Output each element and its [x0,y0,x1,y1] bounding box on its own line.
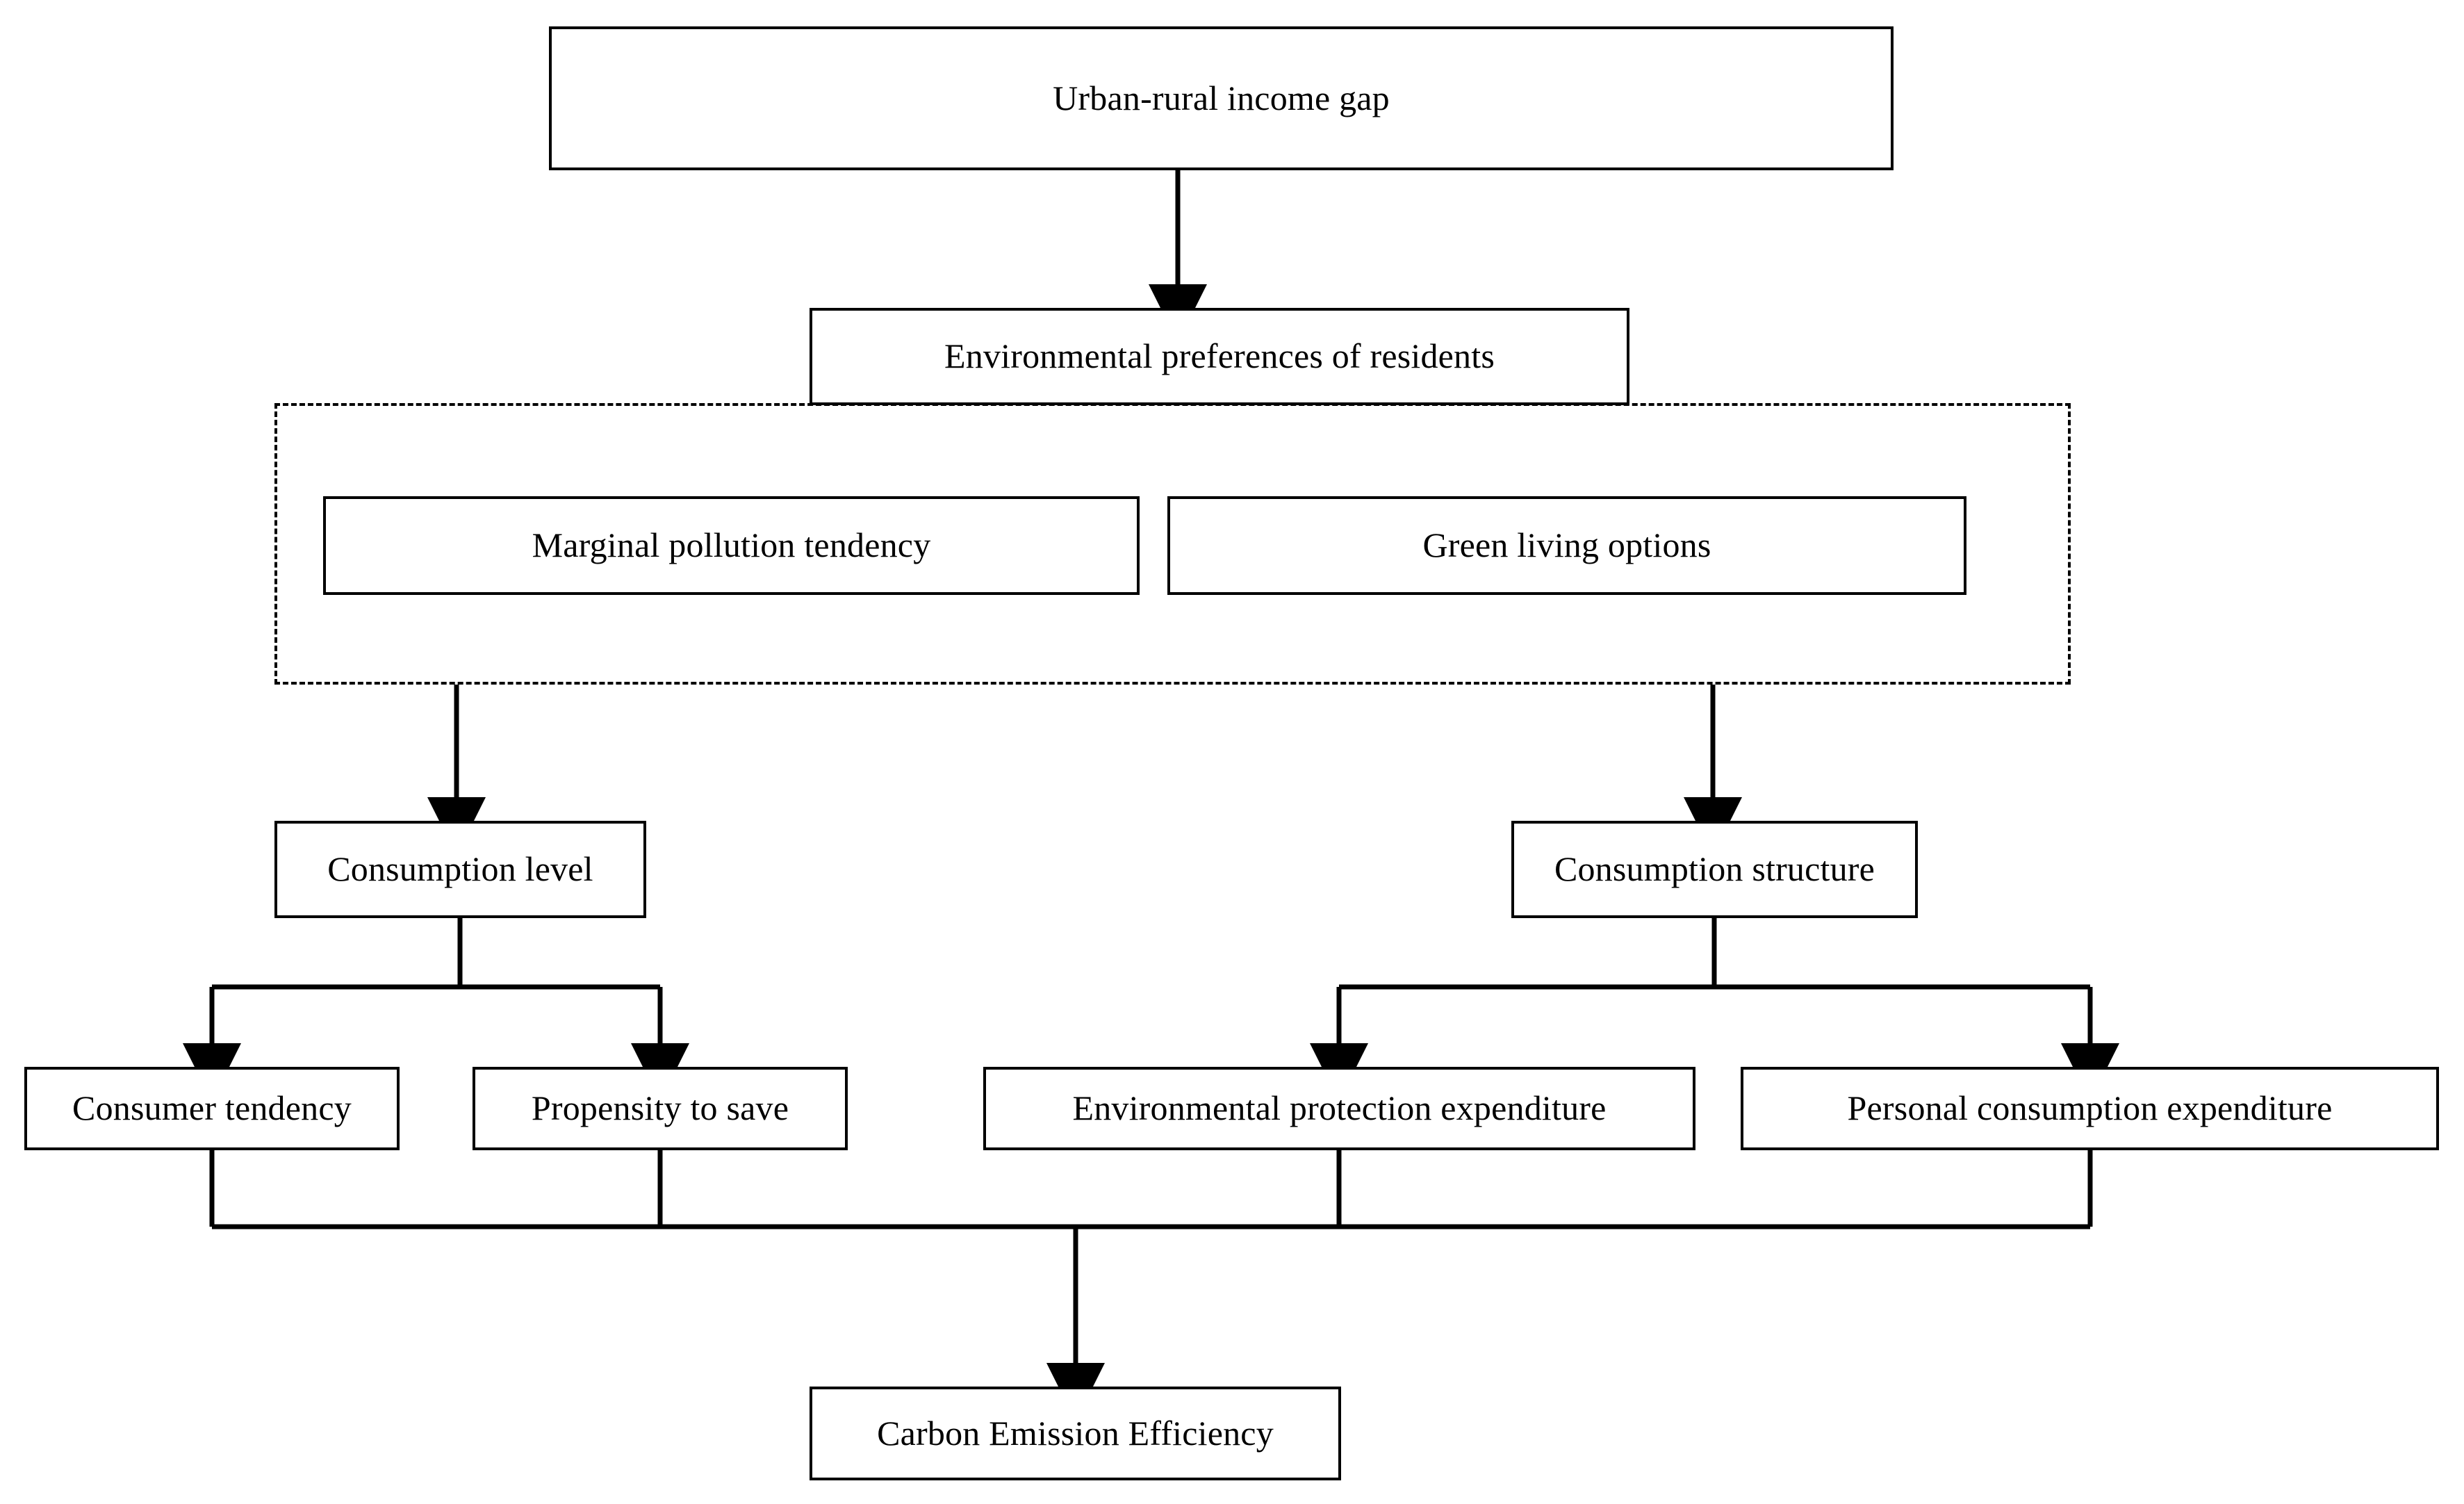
node-consumption-level[interactable]: Consumption level [274,821,646,918]
edge-bottom-row-to-carbon-emission-efficiency [209,1150,2093,1421]
node-label-environmental-protection-expenditure: Environmental protection expenditure [1072,1088,1607,1128]
node-consumption-structure[interactable]: Consumption structure [1511,821,1918,918]
edge-consumption-level-split [183,918,689,1102]
node-consumer-tendency[interactable]: Consumer tendency [24,1067,400,1150]
node-label-green-living-options: Green living options [1422,525,1711,565]
node-green-living-options[interactable]: Green living options [1167,496,1966,595]
node-label-consumer-tendency: Consumer tendency [72,1088,352,1128]
node-label-environmental-preferences-of-residents: Environmental preferences of residents [944,336,1495,376]
node-label-consumption-structure: Consumption structure [1554,849,1875,889]
node-label-urban-rural-income-gap: Urban-rural income gap [1053,78,1390,117]
node-environmental-protection-expenditure[interactable]: Environmental protection expenditure [983,1067,1695,1150]
node-carbon-emission-efficiency[interactable]: Carbon Emission Efficiency [810,1387,1341,1480]
node-marginal-pollution-tendency[interactable]: Marginal pollution tendency [323,496,1140,595]
edge-consumption-structure-split [1310,918,2119,1102]
node-label-personal-consumption-expenditure: Personal consumption expenditure [1847,1088,2333,1128]
node-environmental-preferences-of-residents[interactable]: Environmental preferences of residents [810,308,1629,405]
node-label-marginal-pollution-tendency: Marginal pollution tendency [532,525,931,565]
node-label-propensity-to-save: Propensity to save [531,1088,789,1128]
node-label-carbon-emission-efficiency: Carbon Emission Efficiency [877,1413,1274,1453]
node-label-consumption-level: Consumption level [327,849,593,889]
node-urban-rural-income-gap[interactable]: Urban-rural income gap [549,26,1894,170]
node-propensity-to-save[interactable]: Propensity to save [473,1067,848,1150]
node-personal-consumption-expenditure[interactable]: Personal consumption expenditure [1741,1067,2439,1150]
